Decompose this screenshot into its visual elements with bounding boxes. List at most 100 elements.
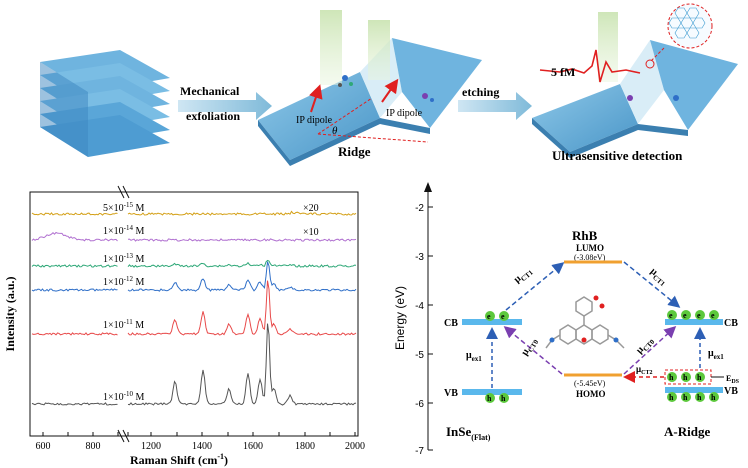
hole-label: h	[697, 373, 702, 382]
ct0-right-arrow	[623, 325, 677, 375]
series-label-1e-14: 1×10-14 M	[103, 224, 144, 237]
tick-label-1600: 1600	[243, 441, 263, 452]
hole-label: h	[683, 393, 688, 402]
spectra-series	[31, 210, 357, 406]
etching-arrow	[458, 92, 532, 120]
hole-label: h	[697, 393, 702, 402]
tick-label-2000: 2000	[345, 441, 365, 452]
electron-dot	[667, 310, 677, 320]
homo-value: (-5.45eV)	[574, 379, 606, 388]
e-ds-label: EDS	[726, 374, 740, 385]
ridge-cb-band	[665, 319, 723, 325]
o-atom-carboxyl-2	[599, 303, 605, 309]
laser-beam-1	[320, 10, 342, 85]
energy-axis	[424, 182, 433, 451]
step-mechanical-label: Mechanical	[180, 84, 240, 98]
spectrum-trace	[31, 231, 357, 242]
o-atom-ring	[581, 337, 587, 343]
electron-dot	[485, 311, 495, 321]
series-label-1e-10: 1×10-10 M	[103, 390, 144, 403]
ct0-left-label: μCT0	[519, 335, 540, 358]
n-atom-left	[549, 337, 555, 343]
step-exfoliation-label: exfoliation	[186, 109, 240, 123]
hole-dot	[485, 393, 495, 403]
tick-label-1200: 1200	[141, 441, 161, 452]
rhb-title: RhB	[572, 228, 598, 243]
electron-dot	[681, 310, 691, 320]
energy-tick-minus6: -6	[415, 399, 424, 410]
inse-vb-band	[462, 389, 522, 395]
ip-dipole-label-2: IP dipole	[386, 108, 423, 119]
electron-label: e	[501, 312, 505, 321]
spectra-frame	[29, 191, 359, 437]
hole-dot	[499, 393, 509, 403]
ridge-illustration	[258, 10, 482, 166]
spectrum-trace	[31, 259, 357, 268]
series-label-1e-11: 1×10-11 M	[103, 318, 144, 331]
inse-flat-title: InSe(Flat)	[446, 424, 491, 442]
energy-tick-minus4: -4	[415, 301, 424, 312]
inse-mu-ex1-label: μex1	[466, 350, 482, 363]
series-label-1e-13: 1×10-13 M	[103, 252, 144, 265]
n-atom-right	[613, 337, 619, 343]
ridge-vb-label: VB	[724, 386, 738, 397]
electron-dot	[709, 310, 719, 320]
inse-cb-label: CB	[444, 318, 458, 329]
inse-cb-band	[462, 319, 522, 325]
ridge-vb-band	[665, 387, 723, 393]
ct1-right-arrow	[623, 261, 681, 308]
ct1-left-label: μCT1	[512, 264, 535, 286]
laser-beam-3	[598, 12, 618, 82]
hole-label: h	[711, 393, 716, 402]
energy-y-axis-label: Energy (eV)	[393, 286, 407, 350]
electron-label: e	[669, 311, 673, 320]
lumo-label: LUMO	[576, 243, 604, 253]
ct2-label: μCT2	[636, 364, 652, 376]
multiplier-x20: ×20	[303, 203, 319, 214]
ct0-left-arrow	[503, 326, 563, 375]
spectra-y-axis-label: Intensity (a.u.)	[3, 276, 17, 351]
electron-dot	[695, 310, 705, 320]
multiplier-x10: ×10	[303, 227, 319, 238]
ridge-label: Ridge	[338, 144, 371, 159]
electron-label: e	[697, 311, 701, 320]
spectra-x-axis-label: Raman Shift (cm-1)	[130, 452, 228, 467]
series-label-5e-15: 5×10-15 M	[103, 201, 144, 214]
a-ridge-title: A-Ridge	[664, 424, 710, 439]
electron-label: e	[487, 312, 491, 321]
ridge-mu-ex1-label: μex1	[708, 348, 724, 361]
hole-label: h	[501, 394, 506, 403]
ultrasensitive-label: Ultrasensitive detection	[552, 148, 683, 163]
hole-label: h	[487, 394, 492, 403]
o-atom-carboxyl-1	[593, 295, 599, 301]
series-label-1e-12: 1×10-12 M	[103, 275, 144, 288]
energy-tick-minus5: -5	[415, 350, 424, 361]
electron-dot	[499, 311, 509, 321]
ct0-right-label: μCT0	[634, 334, 657, 357]
layered-stack-illustration	[40, 50, 170, 157]
hole-dot	[709, 392, 719, 402]
electron-label: e	[683, 311, 687, 320]
lattice-inset	[667, 3, 713, 49]
electron-label: e	[711, 311, 715, 320]
tick-label-1400: 1400	[192, 441, 212, 452]
spectrum-trace	[31, 280, 357, 336]
hole-dot	[667, 372, 677, 382]
detection-illustration	[532, 3, 738, 158]
homo-label: HOMO	[576, 389, 606, 399]
laser-beam-2	[368, 20, 390, 80]
energy-tick-minus7: -7	[415, 446, 424, 457]
energy-tick-minus3: -3	[415, 252, 424, 263]
hole-dot	[695, 392, 705, 402]
hole-dot	[681, 392, 691, 402]
spectra-x-ticks	[42, 432, 356, 436]
hole-label: h	[669, 373, 674, 382]
concentration-5fm-label: 5 fM	[551, 65, 575, 79]
tick-label-800: 800	[86, 441, 101, 452]
spectrum-trace	[31, 323, 357, 406]
hole-dot	[695, 372, 705, 382]
spectra-chart	[29, 185, 359, 443]
spectrum-trace	[31, 261, 357, 292]
lumo-value: (-3.08eV)	[574, 253, 606, 262]
